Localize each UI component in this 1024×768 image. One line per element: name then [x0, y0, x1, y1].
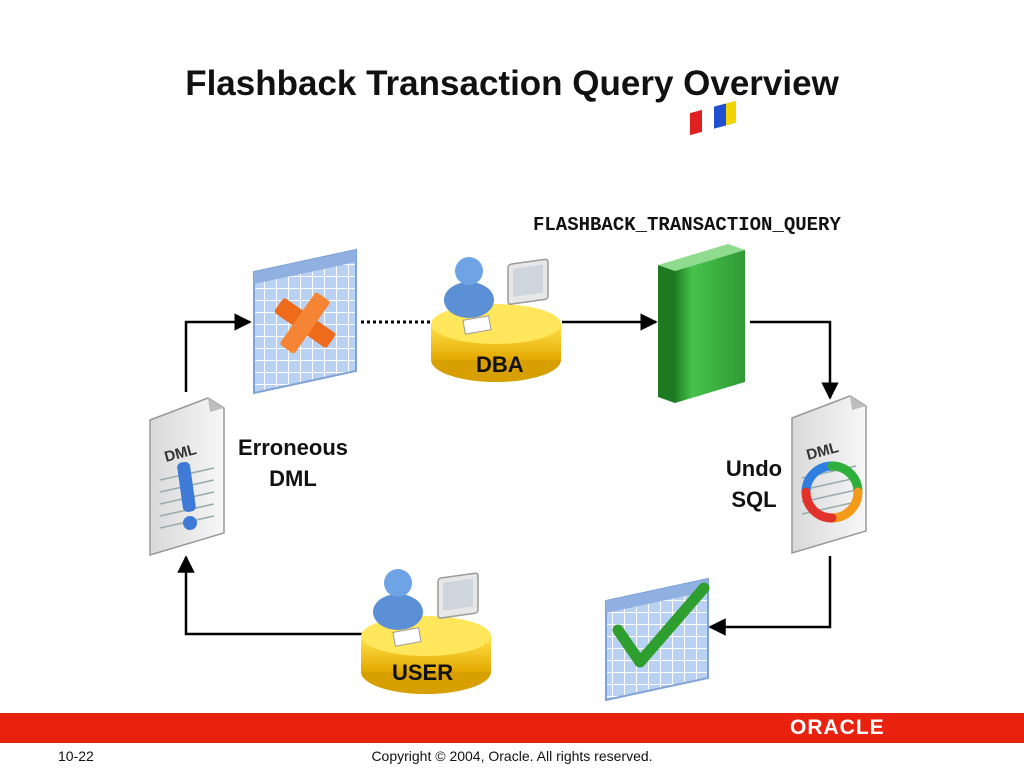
erroneous-dml-label-line2: DML: [226, 463, 360, 494]
arrow-dml-to-error-table: [186, 322, 250, 392]
undo-sql-label: Undo SQL: [712, 453, 796, 515]
copyright-notice: Copyright © 2004, Oracle. All rights res…: [0, 748, 1024, 764]
arrow-book-to-undo-sql: [750, 322, 830, 398]
undo-sql-document-icon: DML: [792, 396, 866, 553]
undo-sql-label-line1: Undo: [712, 453, 796, 484]
erroneous-dml-label: Erroneous DML: [226, 432, 360, 494]
user-label: USER: [392, 660, 453, 685]
arrow-user-to-dml: [186, 557, 362, 634]
corrected-table-icon: [606, 579, 708, 700]
erroneous-dml-document-icon: DML: [150, 398, 224, 555]
user-workstation-icon: USER: [361, 569, 491, 694]
transaction-query-book-icon: [658, 101, 745, 403]
erroneous-dml-label-line1: Erroneous: [226, 432, 360, 463]
error-table-icon: [254, 250, 356, 393]
undo-sql-label-line2: SQL: [712, 484, 796, 515]
dba-workstation-icon: DBA: [431, 257, 561, 382]
flow-diagram: DBA DML DML: [0, 0, 1024, 713]
arrow-undo-sql-to-table: [710, 556, 830, 627]
dba-label: DBA: [476, 352, 524, 377]
oracle-logo: ORACLE: [790, 716, 885, 740]
